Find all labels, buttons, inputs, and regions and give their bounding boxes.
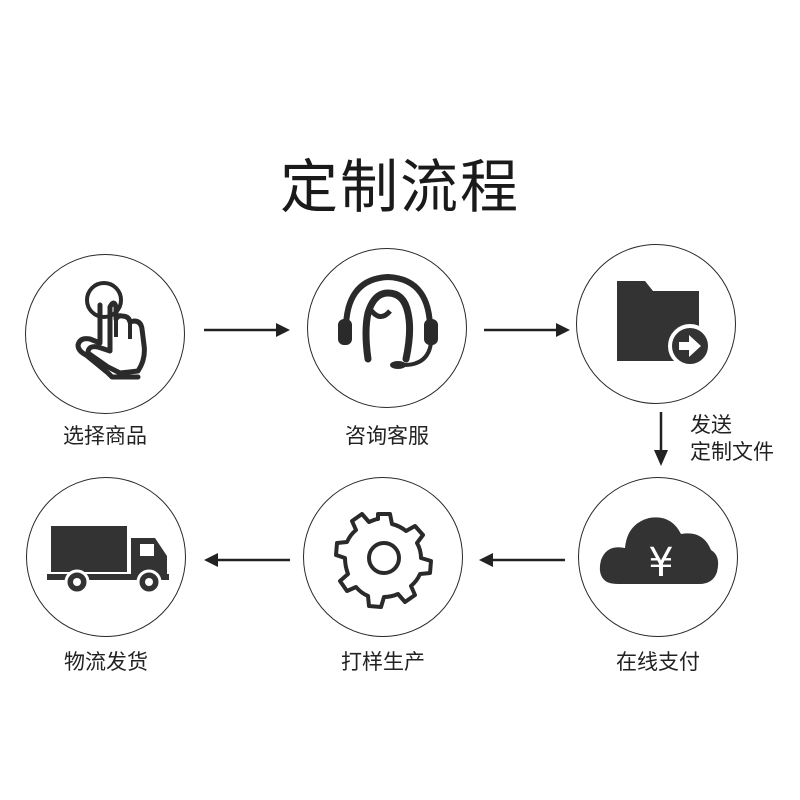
cloud-yen-icon: ¥ xyxy=(599,517,719,586)
send-note-line2: 定制文件 xyxy=(690,440,774,464)
send-note-line1: 发送 xyxy=(690,413,732,437)
step-label-online-payment: 在线支付 xyxy=(616,650,700,674)
hand-pointer-icon xyxy=(75,281,147,380)
folder-send-icon xyxy=(617,281,712,368)
step-label-logistics-shipping: 物流发货 xyxy=(64,650,148,674)
step-online-payment: ¥ xyxy=(578,477,738,637)
step-send-file xyxy=(576,244,736,404)
step-select-product xyxy=(25,254,185,414)
truck-icon xyxy=(47,526,169,595)
arrow-left-1 xyxy=(479,553,565,567)
arrow-down xyxy=(654,412,668,466)
arrow-right-2 xyxy=(484,323,570,337)
yen-symbol: ¥ xyxy=(648,540,673,586)
page-title: 定制流程 xyxy=(279,153,520,221)
step-label-consult-service: 咨询客服 xyxy=(345,424,429,448)
headset-icon xyxy=(338,273,438,369)
step-label-select-product: 选择商品 xyxy=(63,424,147,448)
step-logistics-shipping xyxy=(26,477,186,637)
arrow-right-1 xyxy=(204,323,290,337)
gear-icon xyxy=(334,512,433,609)
arrow-left-2 xyxy=(204,553,290,567)
step-consult-service xyxy=(307,248,467,408)
step-label-sample-production: 打样生产 xyxy=(341,650,425,674)
step-sample-production xyxy=(303,477,463,637)
